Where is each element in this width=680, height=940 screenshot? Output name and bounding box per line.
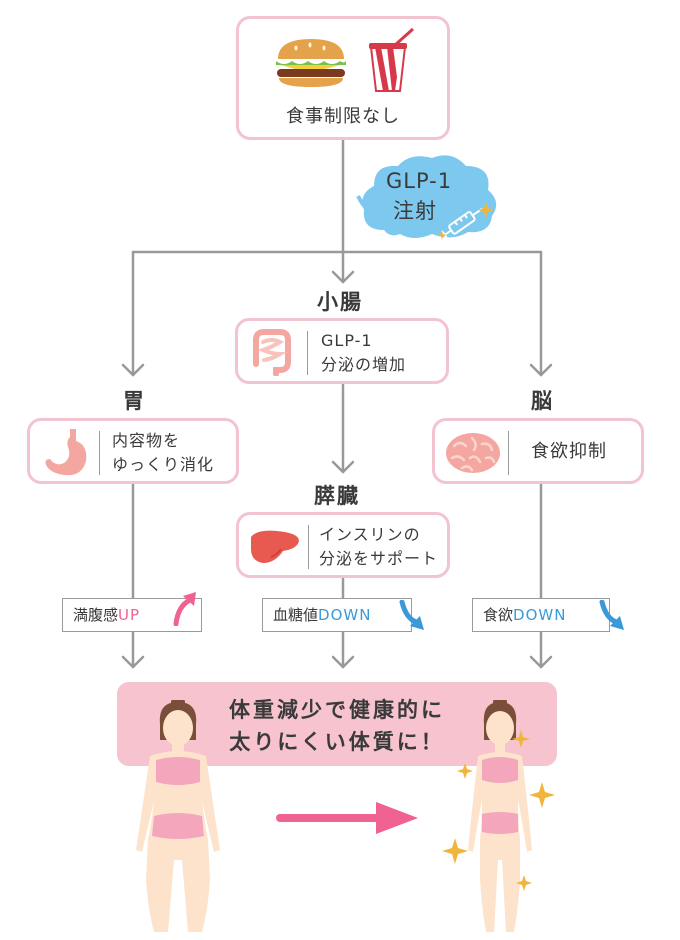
small-intestine-line1: GLP-1 bbox=[321, 331, 373, 350]
result-line1: 体重減少で健康的に bbox=[229, 698, 445, 722]
result-line2: 太りにくい体質に！ bbox=[229, 730, 445, 754]
brain-heading: 脳 bbox=[531, 389, 554, 413]
sparkle-icon bbox=[529, 782, 555, 808]
satiety-up-label: UP bbox=[118, 606, 141, 624]
no-diet-restriction-box: 食事制限なし bbox=[236, 16, 450, 140]
woman-after-figure bbox=[468, 700, 532, 932]
appetite-down-tag: 食欲DOWN bbox=[472, 598, 610, 632]
stomach-line1: 内容物を bbox=[112, 431, 181, 450]
small-intestine-line2: 分泌の増加 bbox=[321, 355, 407, 374]
stomach-box: 内容物を ゆっくり消化 bbox=[27, 418, 239, 484]
appetite-down-label: DOWN bbox=[513, 606, 567, 624]
small-intestine-heading: 小腸 bbox=[317, 290, 363, 314]
pancreas-line1: インスリンの bbox=[319, 525, 421, 544]
brain-icon bbox=[446, 433, 500, 473]
sparkle-icon bbox=[516, 875, 532, 891]
stomach-line2: ゆっくり消化 bbox=[112, 455, 215, 474]
appetite-down-arrow-icon bbox=[599, 600, 624, 630]
stomach-heading: 胃 bbox=[123, 389, 146, 413]
sparkle-icon bbox=[512, 730, 530, 748]
blood-sugar-down-arrow-icon bbox=[399, 600, 424, 630]
intestine-icon bbox=[253, 329, 291, 376]
pancreas-separator bbox=[308, 525, 309, 569]
injection-line2: 注射 bbox=[393, 199, 437, 223]
no-diet-restriction-label: 食事制限なし bbox=[286, 106, 400, 127]
sparkle-icon bbox=[442, 838, 468, 864]
sparkle-icon bbox=[457, 763, 473, 779]
brain-box: 食欲抑制 bbox=[432, 418, 644, 484]
blood-sugar-text: 血糖値 bbox=[273, 606, 319, 624]
injection-line1: GLP-1 bbox=[386, 169, 453, 193]
pancreas-icon bbox=[251, 530, 299, 563]
soda-icon bbox=[369, 27, 414, 92]
blood-sugar-down-label: DOWN bbox=[318, 606, 372, 624]
woman-before-figure bbox=[136, 700, 220, 932]
stomach-separator bbox=[99, 431, 100, 475]
small-intestine-box: GLP-1 分泌の増加 bbox=[235, 318, 449, 384]
blood-sugar-down-tag: 血糖値DOWN bbox=[262, 598, 412, 632]
small-intestine-separator bbox=[307, 331, 308, 375]
pancreas-heading: 膵臓 bbox=[314, 484, 360, 508]
brain-separator bbox=[508, 431, 509, 475]
stomach-icon bbox=[45, 429, 87, 476]
appetite-text: 食欲 bbox=[483, 606, 514, 624]
pancreas-line2: 分泌をサポート bbox=[319, 549, 439, 568]
burger-icon bbox=[276, 39, 346, 87]
progress-arrow bbox=[276, 802, 418, 834]
syringe-icon bbox=[437, 202, 494, 240]
pancreas-box: インスリンの 分泌をサポート bbox=[236, 512, 450, 578]
satiety-text: 満腹感 bbox=[73, 606, 119, 624]
brain-label: 食欲抑制 bbox=[531, 441, 607, 462]
up-arrow-icon bbox=[173, 592, 196, 626]
